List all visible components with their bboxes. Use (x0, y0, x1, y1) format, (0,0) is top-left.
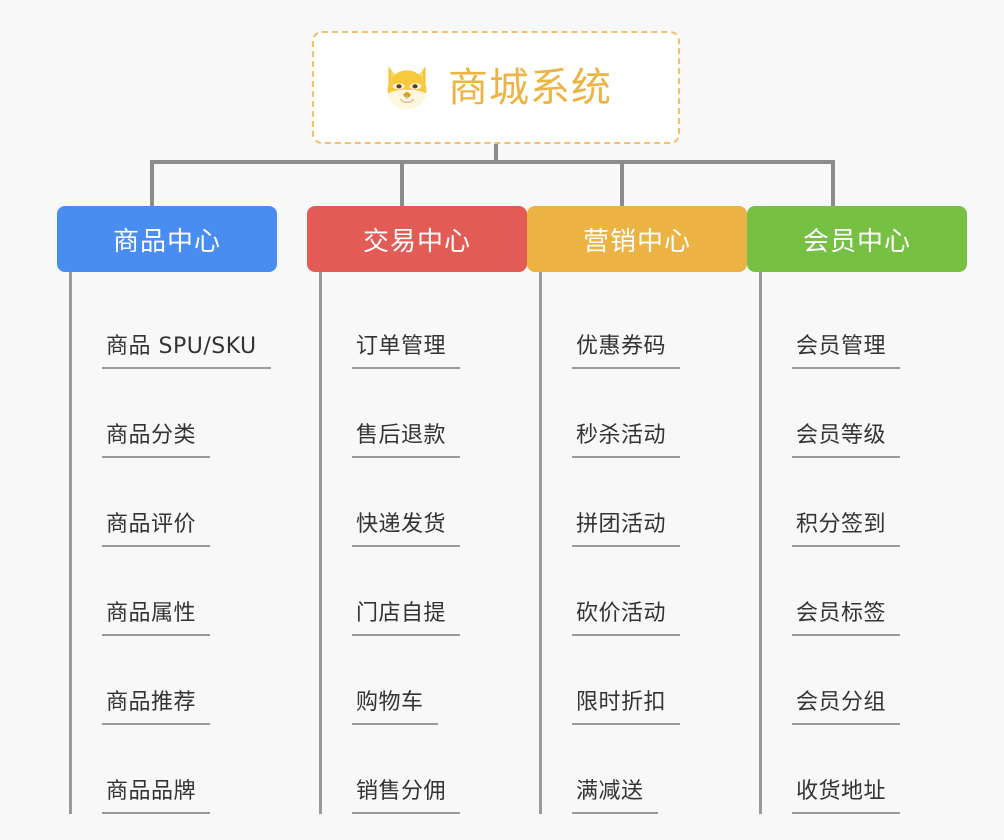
root-title: 商城系统 (448, 64, 612, 111)
list-item[interactable]: 售后退款 (322, 369, 527, 458)
branch-header-label: 会员中心 (802, 226, 911, 257)
list-item[interactable]: 优惠券码 (542, 280, 747, 369)
list-item-label: 砍价活动 (572, 595, 681, 636)
list-item-label: 商品属性 (102, 595, 211, 636)
list-item[interactable]: 购物车 (322, 636, 527, 725)
connector-stem (494, 144, 498, 162)
branch-marketing-center: 营销中心 优惠券码 秒杀活动 拼团活动 砍价活动 限时折扣 满减送 (527, 206, 747, 814)
list-item-label: 快递发货 (352, 506, 461, 547)
connector-drop-marketing-center (620, 160, 624, 208)
list-item[interactable]: 商品属性 (72, 547, 277, 636)
branch-header-label: 商品中心 (112, 226, 221, 257)
list-item-label: 商品分类 (102, 417, 211, 458)
list-item-label: 收货地址 (792, 773, 901, 814)
list-item-label: 会员分组 (792, 684, 901, 725)
list-item[interactable]: 会员等级 (762, 369, 967, 458)
list-item-label: 商品品牌 (102, 773, 211, 814)
list-item-label: 购物车 (352, 684, 438, 725)
list-item[interactable]: 销售分佣 (322, 725, 527, 814)
connector-bus (150, 160, 833, 164)
branch-items-member-center: 会员管理 会员等级 积分签到 会员标签 会员分组 收货地址 (759, 272, 967, 814)
connector-drop-trade-center (400, 160, 404, 208)
list-item-label: 门店自提 (352, 595, 461, 636)
list-item[interactable]: 商品品牌 (72, 725, 277, 814)
list-item-label: 优惠券码 (572, 328, 681, 369)
list-item-label: 售后退款 (352, 417, 461, 458)
shiba-dog-face-icon (387, 65, 427, 111)
branch-member-center: 会员中心 会员管理 会员等级 积分签到 会员标签 会员分组 收货地址 (747, 206, 967, 814)
list-item[interactable]: 门店自提 (322, 547, 527, 636)
list-item-label: 限时折扣 (572, 684, 681, 725)
list-item-label: 商品 SPU/SKU (102, 328, 271, 369)
list-item[interactable]: 商品 SPU/SKU (72, 280, 277, 369)
list-item-label: 积分签到 (792, 506, 901, 547)
list-item[interactable]: 砍价活动 (542, 547, 747, 636)
list-item[interactable]: 会员标签 (762, 547, 967, 636)
list-item[interactable]: 会员分组 (762, 636, 967, 725)
list-item[interactable]: 会员管理 (762, 280, 967, 369)
list-item[interactable]: 限时折扣 (542, 636, 747, 725)
list-item-label: 会员管理 (792, 328, 901, 369)
branch-items-marketing-center: 优惠券码 秒杀活动 拼团活动 砍价活动 限时折扣 满减送 (539, 272, 747, 814)
branch-header-label: 营销中心 (582, 226, 691, 257)
branch-trade-center: 交易中心 订单管理 售后退款 快递发货 门店自提 购物车 销售分佣 (307, 206, 527, 814)
list-item[interactable]: 秒杀活动 (542, 369, 747, 458)
list-item[interactable]: 满减送 (542, 725, 747, 814)
connector-drop-product-center (150, 160, 154, 208)
branch-header-trade-center[interactable]: 交易中心 (307, 206, 527, 272)
list-item-label: 销售分佣 (352, 773, 461, 814)
list-item[interactable]: 商品推荐 (72, 636, 277, 725)
list-item[interactable]: 快递发货 (322, 458, 527, 547)
list-item[interactable]: 商品评价 (72, 458, 277, 547)
root-node[interactable]: 商城系统 (312, 31, 680, 144)
branch-items-product-center: 商品 SPU/SKU 商品分类 商品评价 商品属性 商品推荐 商品品牌 (69, 272, 277, 814)
list-item-label: 会员等级 (792, 417, 901, 458)
branch-product-center: 商品中心 商品 SPU/SKU 商品分类 商品评价 商品属性 商品推荐 商品品牌 (57, 206, 277, 814)
branch-header-marketing-center[interactable]: 营销中心 (527, 206, 747, 272)
branch-header-label: 交易中心 (362, 226, 471, 257)
list-item-label: 商品推荐 (102, 684, 211, 725)
branch-items-trade-center: 订单管理 售后退款 快递发货 门店自提 购物车 销售分佣 (319, 272, 527, 814)
connector-drop-member-center (831, 160, 835, 208)
branch-header-product-center[interactable]: 商品中心 (57, 206, 277, 272)
list-item-label: 商品评价 (102, 506, 211, 547)
list-item[interactable]: 拼团活动 (542, 458, 747, 547)
list-item-label: 订单管理 (352, 328, 461, 369)
branch-header-member-center[interactable]: 会员中心 (747, 206, 967, 272)
list-item-label: 秒杀活动 (572, 417, 681, 458)
list-item[interactable]: 订单管理 (322, 280, 527, 369)
list-item[interactable]: 积分签到 (762, 458, 967, 547)
list-item-label: 拼团活动 (572, 506, 681, 547)
list-item-label: 满减送 (572, 773, 658, 814)
list-item[interactable]: 收货地址 (762, 725, 967, 814)
list-item[interactable]: 商品分类 (72, 369, 277, 458)
list-item-label: 会员标签 (792, 595, 901, 636)
